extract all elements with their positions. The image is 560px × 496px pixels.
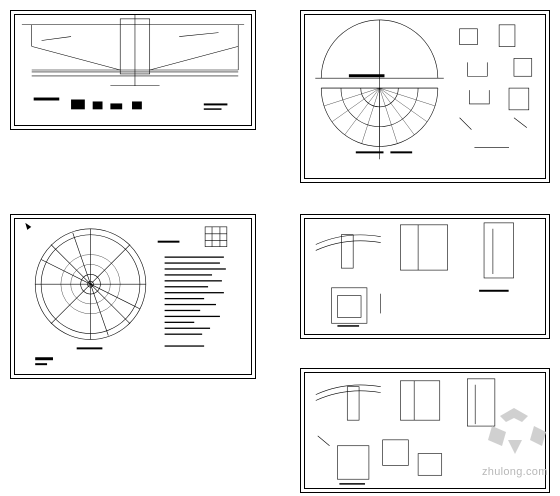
drawing-sheet-details-b[interactable] <box>300 368 550 493</box>
sheet-border <box>304 218 546 335</box>
details-a-drawing <box>315 222 514 327</box>
drawing-sheet-section[interactable] <box>10 10 256 130</box>
drawing-sheet-tank-plan[interactable] <box>10 214 256 379</box>
tank-plan-drawing <box>25 222 228 366</box>
half-plan-drawing <box>315 19 533 160</box>
sheet-border <box>304 372 546 489</box>
drawing-sheet-half-plan[interactable] <box>300 10 550 183</box>
details-b-drawing <box>315 378 496 485</box>
sheet-border <box>14 218 252 375</box>
drawing-sheet-details-a[interactable] <box>300 214 550 339</box>
watermark-text: zhulong.com <box>482 466 548 478</box>
watermark-logo <box>488 408 546 454</box>
sheet-border <box>14 14 252 126</box>
sheet-border <box>304 14 546 179</box>
section-drawing <box>21 14 245 110</box>
